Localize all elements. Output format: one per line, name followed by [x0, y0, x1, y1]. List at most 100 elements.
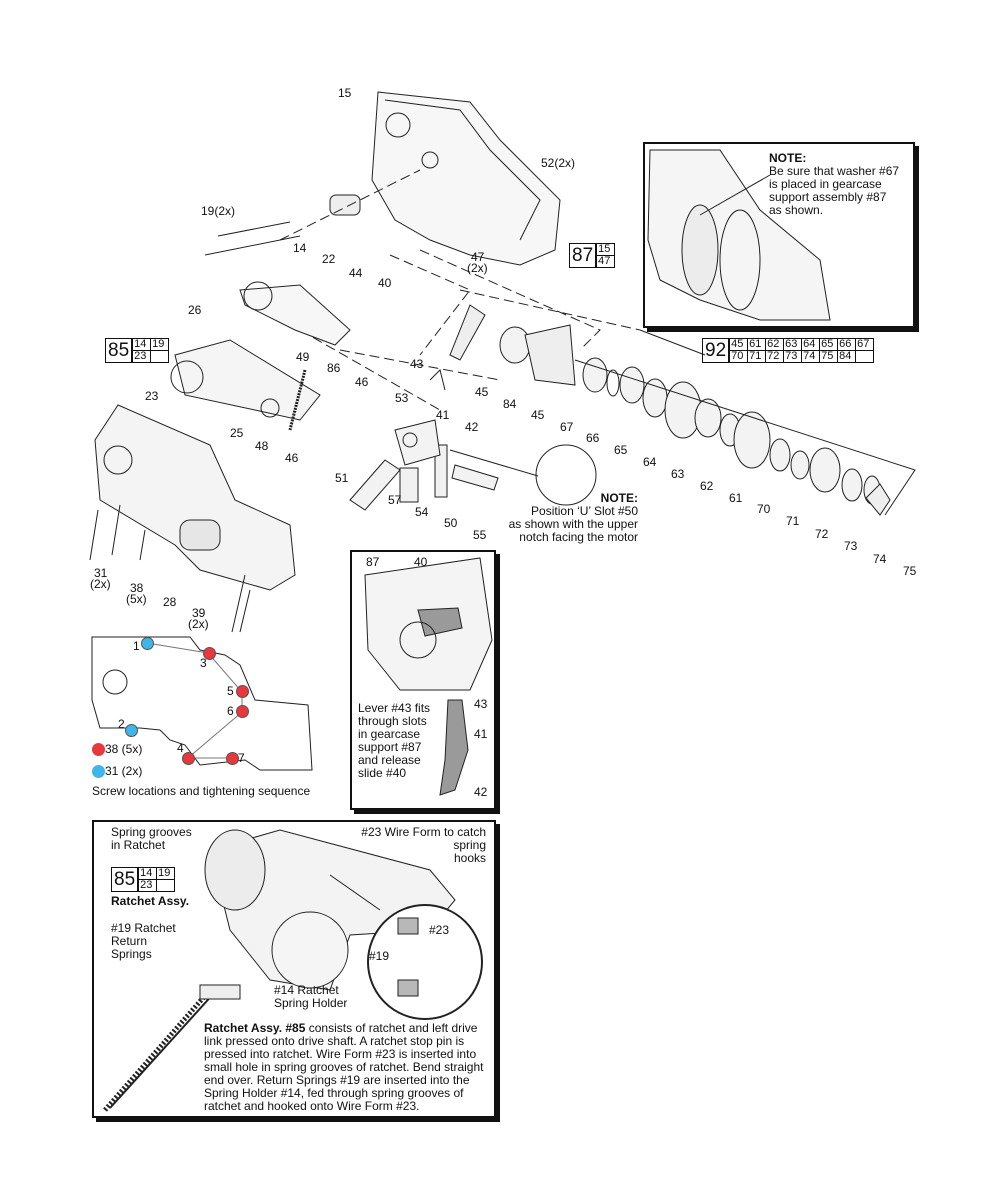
callout-61: 61 — [729, 491, 743, 505]
callout-73: 73 — [844, 539, 858, 553]
callout-31-qty: (2x) — [90, 577, 111, 591]
kit-cell: 47 — [596, 255, 616, 268]
kit-cell: 15 — [596, 243, 616, 256]
slot-note: NOTE: Position ‘U’ Slot #50 as shown wit… — [504, 491, 638, 544]
kit-cell: 61 — [747, 338, 767, 351]
callout-72: 72 — [815, 527, 829, 541]
callout-28: 28 — [163, 595, 177, 609]
washer-note-box: NOTE: Be sure that washer #67 is placed … — [643, 142, 915, 328]
spring-grooves-label: in Ratchet — [111, 838, 166, 852]
lever-note-line: support #87 — [358, 740, 422, 754]
callout-25: 25 — [230, 426, 244, 440]
callout-64: 64 — [643, 455, 657, 469]
kit-87: 87 15 47 — [569, 243, 616, 268]
callout-71: 71 — [786, 514, 800, 528]
callout-65: 65 — [614, 443, 628, 457]
wire-form-label: #23 Wire Form to catch — [361, 825, 486, 839]
kit-cell: 84 — [837, 350, 857, 363]
kit-87-table: 15 47 — [596, 243, 616, 268]
spring-holder-label: Spring Holder — [274, 996, 348, 1010]
return-springs-label: #19 Ratchet — [111, 921, 176, 935]
washer-note-line: Be sure that washer #67 — [769, 164, 900, 178]
callout-66: 66 — [586, 431, 600, 445]
motor-housing-28 — [94, 404, 296, 591]
ratchet-description: Ratchet Assy. #85 consists of ratchet an… — [204, 1022, 489, 1113]
callout-62: 62 — [700, 479, 714, 493]
callout-41: 41 — [436, 408, 450, 422]
detail-19-label: #19 — [369, 949, 390, 963]
kit-cell: 73 — [783, 350, 803, 363]
screw-dot-red — [182, 752, 195, 765]
callout-23: 23 — [145, 389, 159, 403]
callout-67: 67 — [560, 420, 574, 434]
callout-74: 74 — [873, 552, 887, 566]
kit-cell: 62 — [765, 338, 785, 351]
callout-75: 75 — [903, 564, 917, 578]
kit-cell: 74 — [801, 350, 821, 363]
screw-seq-4: 4 — [177, 741, 184, 755]
lever-note-line: and release — [358, 753, 421, 767]
washer-note-line: support assembly #87 — [769, 190, 887, 204]
ratchet-assembly — [174, 339, 321, 421]
callout-45a: 45 — [475, 385, 489, 399]
kit-cell: 72 — [765, 350, 785, 363]
washer-note-title: NOTE: — [769, 151, 807, 165]
kit-cell — [156, 879, 176, 892]
screw-seq-caption: Screw locations and tightening sequence — [92, 784, 311, 798]
legend-red-dot — [92, 743, 105, 756]
callout-63: 63 — [671, 467, 685, 481]
kit-cell: 65 — [819, 338, 839, 351]
return-springs-label: Return — [111, 934, 148, 948]
kit-cell: 71 — [747, 350, 767, 363]
lever-callout-42: 42 — [474, 785, 488, 799]
callout-84: 84 — [503, 397, 517, 411]
lever-note-line: slide #40 — [358, 766, 407, 780]
wire-form-label: hooks — [453, 851, 486, 865]
callout-51: 51 — [335, 471, 349, 485]
callout-39: 39 — [192, 606, 206, 620]
ratchet-description-text: consists of ratchet and left drive link … — [204, 1021, 484, 1113]
legend-red-label: 38 (5x) — [105, 742, 143, 756]
screw-seq-7: 7 — [238, 751, 245, 765]
callout-31: 31 — [94, 566, 108, 580]
kit-cell: 75 — [819, 350, 839, 363]
gearcase-part-15 — [371, 91, 561, 266]
kit-cell: 23 — [132, 350, 152, 363]
screw-seq-2: 2 — [118, 717, 125, 731]
lever-callout-41: 41 — [474, 727, 488, 741]
slot-note-line: notch facing the motor — [519, 530, 638, 544]
washer-note-line: as shown. — [769, 203, 824, 217]
screw-seq-5: 5 — [227, 684, 234, 698]
lever-callout-40: 40 — [414, 555, 428, 569]
lever-note-line: through slots — [358, 714, 427, 728]
kit-92-number: 92 — [702, 338, 730, 363]
callout-45b: 45 — [531, 408, 545, 422]
callout-47-qty: (2x) — [467, 261, 488, 275]
screw-dot-red — [236, 685, 249, 698]
screw-dot-blue — [125, 724, 138, 737]
screw-seq-1: 1 — [133, 639, 140, 653]
callout-46b: 46 — [285, 451, 299, 465]
kit-cell: 45 — [729, 338, 749, 351]
kit-cell: 14 — [138, 867, 158, 880]
callout-15: 15 — [338, 86, 352, 100]
callout-70: 70 — [757, 502, 771, 516]
slot-note-line: Position ‘U’ Slot #50 — [531, 504, 638, 518]
callout-39-qty: (2x) — [188, 617, 209, 631]
callout-46a: 46 — [355, 375, 369, 389]
wire-form-label: spring — [453, 838, 486, 852]
callout-19: 19(2x) — [201, 204, 236, 218]
kit-cell — [150, 350, 170, 363]
screw-seq-3: 3 — [200, 656, 207, 670]
drive-link-86 — [239, 284, 351, 346]
callout-49: 49 — [296, 350, 310, 364]
ratchet-assy-label: Ratchet Assy. — [111, 894, 190, 908]
callout-53: 53 — [395, 391, 409, 405]
lever-inset-box: 87 40 43 41 42 Lever #43 fits through sl… — [350, 550, 496, 810]
spring-grooves-label: Spring grooves — [111, 825, 192, 839]
kit-85-number: 85 — [111, 867, 139, 892]
